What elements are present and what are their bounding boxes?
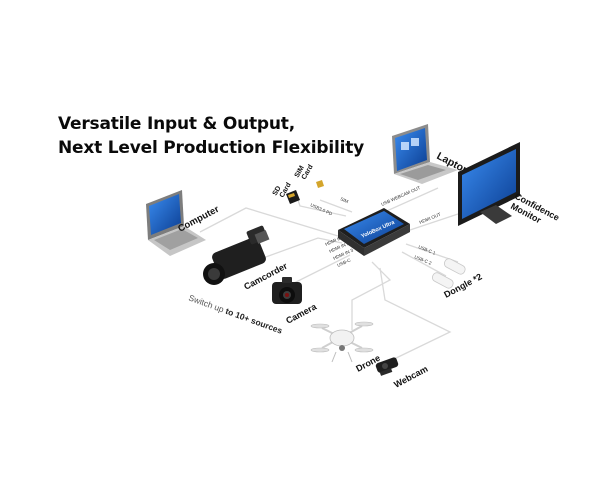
cable-laptop bbox=[379, 187, 439, 215]
yolobox-ultra-device bbox=[338, 208, 410, 256]
cables bbox=[199, 187, 471, 361]
label-sd-1: SD bbox=[272, 185, 283, 197]
port-usb-c-2: USB-C 2 bbox=[414, 254, 433, 266]
cable-dongle-2 bbox=[401, 251, 447, 277]
sim-card-icon bbox=[316, 180, 324, 188]
headline: Versatile Input & Output, Next Level Pro… bbox=[58, 112, 364, 160]
camcorder-icon bbox=[203, 225, 270, 285]
switch-sources-prefix: Switch up bbox=[187, 292, 227, 315]
dongle-icon bbox=[431, 258, 466, 289]
port-usb-webcam-out: USB WEBCAM OUT bbox=[380, 185, 421, 207]
drone-icon bbox=[310, 321, 374, 363]
webcam-icon bbox=[375, 357, 399, 376]
cable-webcam bbox=[379, 267, 452, 361]
cable-usb-pd bbox=[319, 199, 353, 213]
headline-line-1: Versatile Input & Output, bbox=[58, 114, 295, 134]
label-webcam: Webcam bbox=[392, 364, 429, 390]
port-sim: SIM bbox=[340, 196, 350, 204]
headline-line-2: Next Level Production Flexibility bbox=[58, 138, 365, 158]
label-sim-2: Card bbox=[301, 164, 315, 181]
cable-camcorder bbox=[251, 237, 343, 263]
cable-sd bbox=[297, 199, 347, 217]
port-usb-c-1: USB-C 1 bbox=[418, 244, 437, 256]
cable-camera bbox=[291, 254, 351, 285]
laptop-icon bbox=[392, 124, 458, 184]
switch-sources-note: Switch up to 10+ sources bbox=[187, 292, 284, 335]
label-camera: Camera bbox=[284, 301, 319, 326]
camera-icon bbox=[272, 277, 302, 304]
port-usb-c: USB-C bbox=[336, 257, 352, 268]
monitor-icon bbox=[458, 142, 520, 226]
port-usb3-pd: USB3.0 PD bbox=[310, 202, 334, 216]
sd-card-icon bbox=[286, 190, 300, 204]
computer-icon bbox=[146, 190, 206, 256]
cable-computer bbox=[199, 207, 339, 237]
switch-sources-bold: to 10+ sources bbox=[224, 306, 284, 336]
